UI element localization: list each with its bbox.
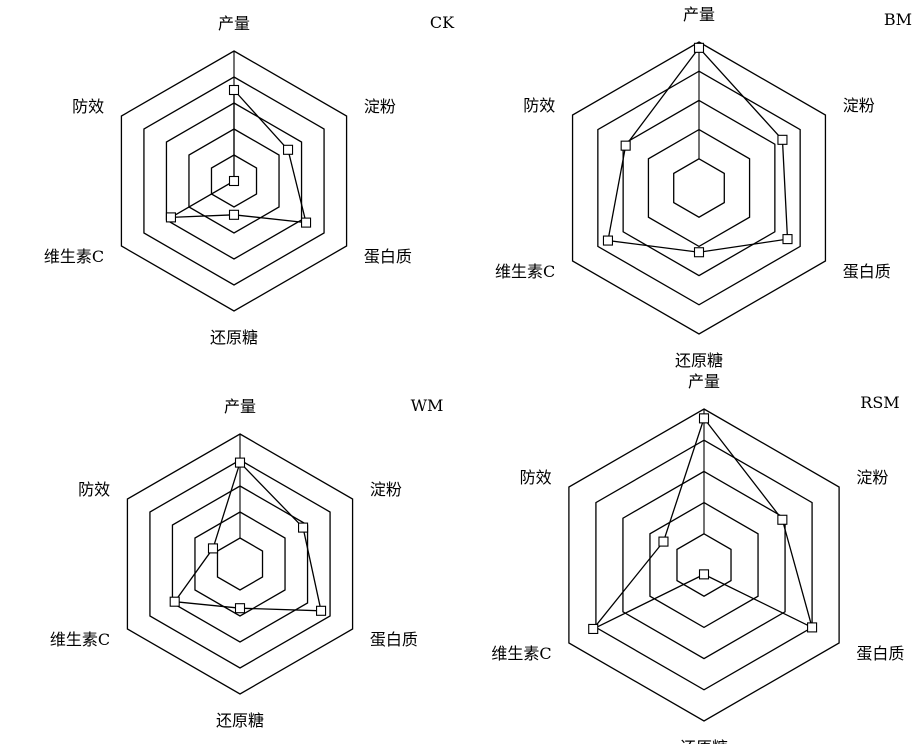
- grid-ring-2: [194, 511, 286, 617]
- axis-label: 防效: [520, 468, 552, 487]
- axis-label: 产量: [224, 397, 256, 416]
- axis-label: 维生素C: [491, 644, 551, 663]
- axis-label: 产量: [688, 372, 720, 391]
- data-point-2: [777, 134, 788, 145]
- axis-label: 还原糖: [675, 351, 723, 370]
- data-point-4: [698, 569, 710, 580]
- axis-label: 还原糖: [680, 738, 728, 744]
- axis-label: 维生素C: [44, 247, 104, 266]
- series-line: [170, 88, 307, 224]
- axis-label: 蛋白质: [856, 644, 904, 663]
- grid-ring-2: [649, 501, 759, 629]
- data-point-1: [234, 457, 246, 468]
- data-point-6: [620, 140, 631, 151]
- grid-ring-1: [673, 158, 725, 218]
- panel-title: CK: [430, 13, 455, 32]
- grid-ring-4: [597, 70, 801, 306]
- grid-ring-5: [126, 433, 354, 695]
- grid-ring-5: [120, 50, 348, 312]
- axis-label: 淀粉: [364, 97, 396, 116]
- data-point-1: [228, 84, 240, 96]
- axis-label: 防效: [72, 97, 104, 116]
- data-point-3: [301, 217, 312, 228]
- data-point-6: [658, 536, 669, 547]
- grid-ring-4: [595, 439, 813, 691]
- grid-ring-5: [568, 408, 840, 722]
- axis-label: 蛋白质: [843, 262, 891, 281]
- axis-label: 蛋白质: [370, 630, 418, 649]
- grid-ring-1: [210, 154, 258, 208]
- data-point-5: [165, 212, 177, 223]
- data-point-3: [782, 234, 793, 245]
- axis-label: 防效: [523, 96, 555, 115]
- data-point-1: [693, 42, 705, 53]
- axis-label: 淀粉: [843, 96, 875, 115]
- grid-ring-2: [188, 128, 280, 234]
- data-point-3: [807, 622, 818, 633]
- data-point-6: [207, 543, 219, 554]
- data-point-5: [588, 623, 599, 635]
- data-point-1: [698, 413, 710, 424]
- data-point-5: [169, 596, 180, 607]
- axis-label: 防效: [78, 480, 110, 499]
- grid-ring-3: [165, 102, 303, 260]
- axis-label: 还原糖: [216, 711, 264, 730]
- data-point-2: [297, 522, 309, 533]
- grid-ring-4: [143, 76, 325, 286]
- data-point-6: [228, 175, 240, 187]
- grid-ring-2: [647, 128, 751, 248]
- axis-label: 产量: [683, 5, 715, 24]
- grid-ring-4: [149, 459, 331, 669]
- data-point-3: [316, 605, 327, 616]
- axis-label: 蛋白质: [364, 247, 412, 266]
- panel-title: BM: [884, 10, 912, 29]
- axis-label: 维生素C: [50, 630, 110, 649]
- axis-label: 还原糖: [210, 328, 258, 347]
- axis-label: 维生素C: [495, 262, 555, 281]
- data-point-2: [282, 144, 294, 155]
- data-point-2: [777, 514, 788, 525]
- grid-ring-5: [571, 41, 827, 335]
- data-point-4: [228, 209, 240, 220]
- data-point-4: [234, 603, 246, 614]
- axis-label: 产量: [218, 14, 250, 33]
- data-point-5: [602, 235, 614, 246]
- axis-label: 淀粉: [370, 480, 402, 499]
- grid-ring-1: [216, 537, 264, 591]
- grid-ring-1: [676, 533, 732, 597]
- data-point-4: [693, 247, 705, 258]
- panel-title: WM: [411, 396, 444, 415]
- axis-label: 淀粉: [856, 468, 888, 487]
- panel-title: RSM: [860, 393, 899, 412]
